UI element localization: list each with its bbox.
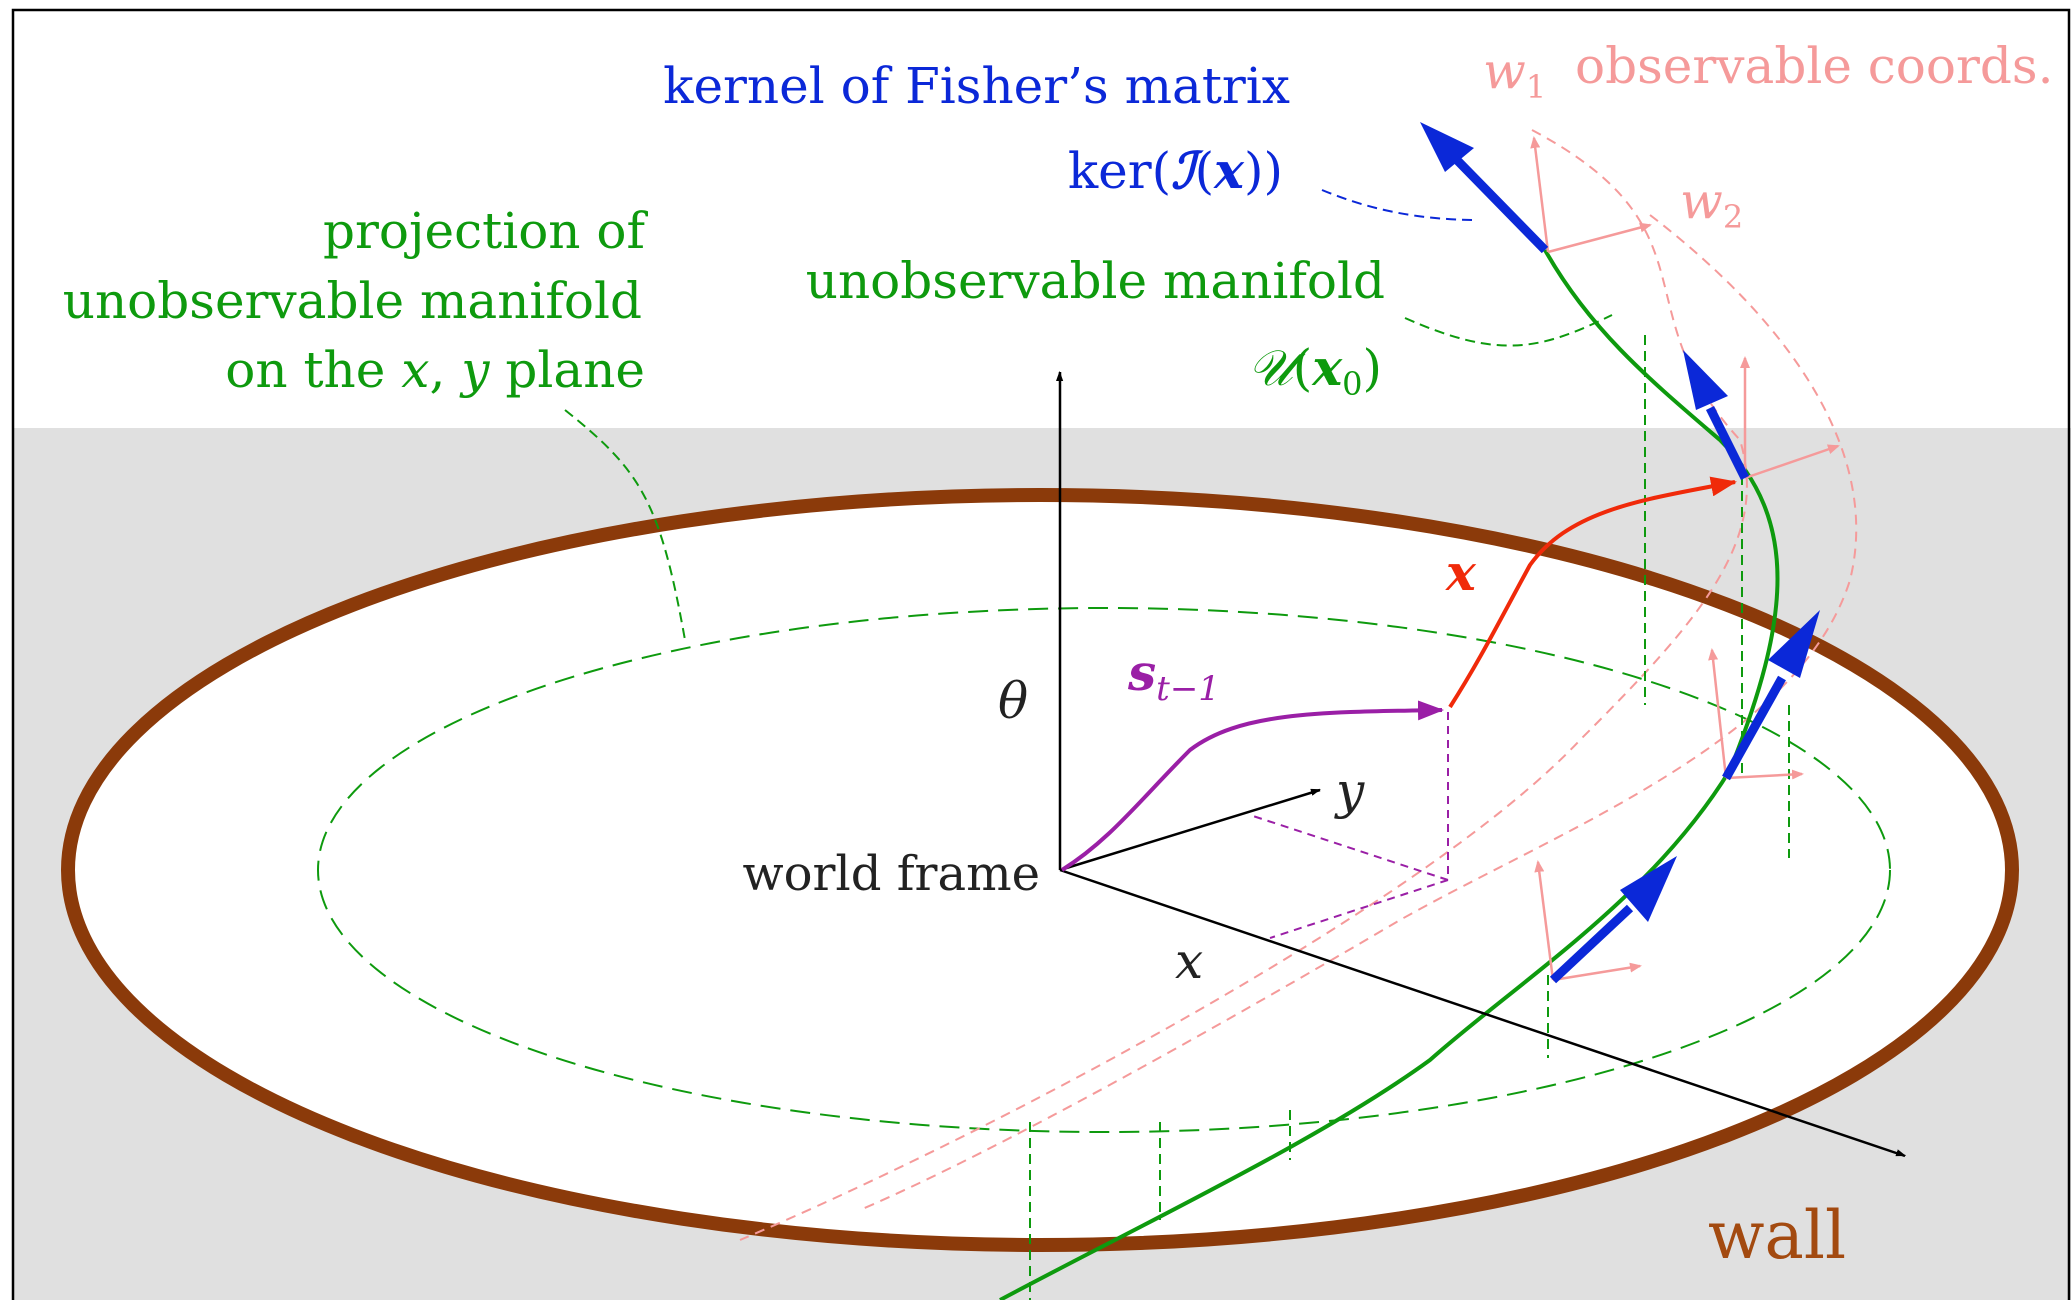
projection-ellipse: [317, 607, 1891, 1133]
kernel-arrowheads: [1420, 122, 1820, 922]
projection-leader: [564, 409, 686, 641]
y-axis-label: y: [1334, 762, 1365, 820]
projection-line-3: on the x, y plane: [225, 341, 645, 399]
world-frame-label: world frame: [742, 846, 1040, 902]
state-prev-curve: [1060, 700, 1444, 872]
unobservable-title: unobservable manifold: [806, 252, 1385, 310]
unobservable-manifold-curve: [999, 249, 1780, 1300]
x-axis-label: x: [1175, 932, 1203, 990]
figure-border: [11, 8, 2071, 1300]
x-axis: [1059, 868, 1905, 1158]
kernel-title: kernel of Fisher’s matrix: [663, 57, 1290, 115]
kernel-arrows: [1451, 154, 1786, 984]
unobservable-leader: [1404, 314, 1613, 347]
observable-curve-2: [859, 214, 1858, 1211]
observable-title: observable coords.: [1575, 37, 2053, 95]
kernel-leader: [1321, 189, 1479, 221]
w1-label: w1: [1483, 42, 1546, 106]
state-projection-lines: [1249, 712, 1449, 939]
kernel-formula: ker(ℐ(x)): [1068, 141, 1283, 200]
axes: [1059, 372, 1905, 1158]
observable-coord-arrows: [1530, 136, 1840, 982]
w2-label: w2: [1680, 172, 1743, 236]
state-label: x: [1445, 543, 1477, 602]
theta-label: θ: [998, 672, 1028, 730]
wall-ellipse: [61, 488, 2019, 1252]
projection-drop-lines: [1029, 335, 1790, 1300]
state-curve: [1448, 476, 1737, 709]
unobservable-formula: 𝒰(x0): [1248, 338, 1382, 403]
state-prev-label: st−1: [1127, 643, 1220, 709]
projection-line-2: unobservable manifold: [63, 272, 642, 330]
projection-line-1: projection of: [323, 202, 648, 260]
wall-label: wall: [1708, 1197, 1846, 1274]
y-axis: [1059, 788, 1320, 872]
observable-curve-1: [739, 129, 1748, 1241]
